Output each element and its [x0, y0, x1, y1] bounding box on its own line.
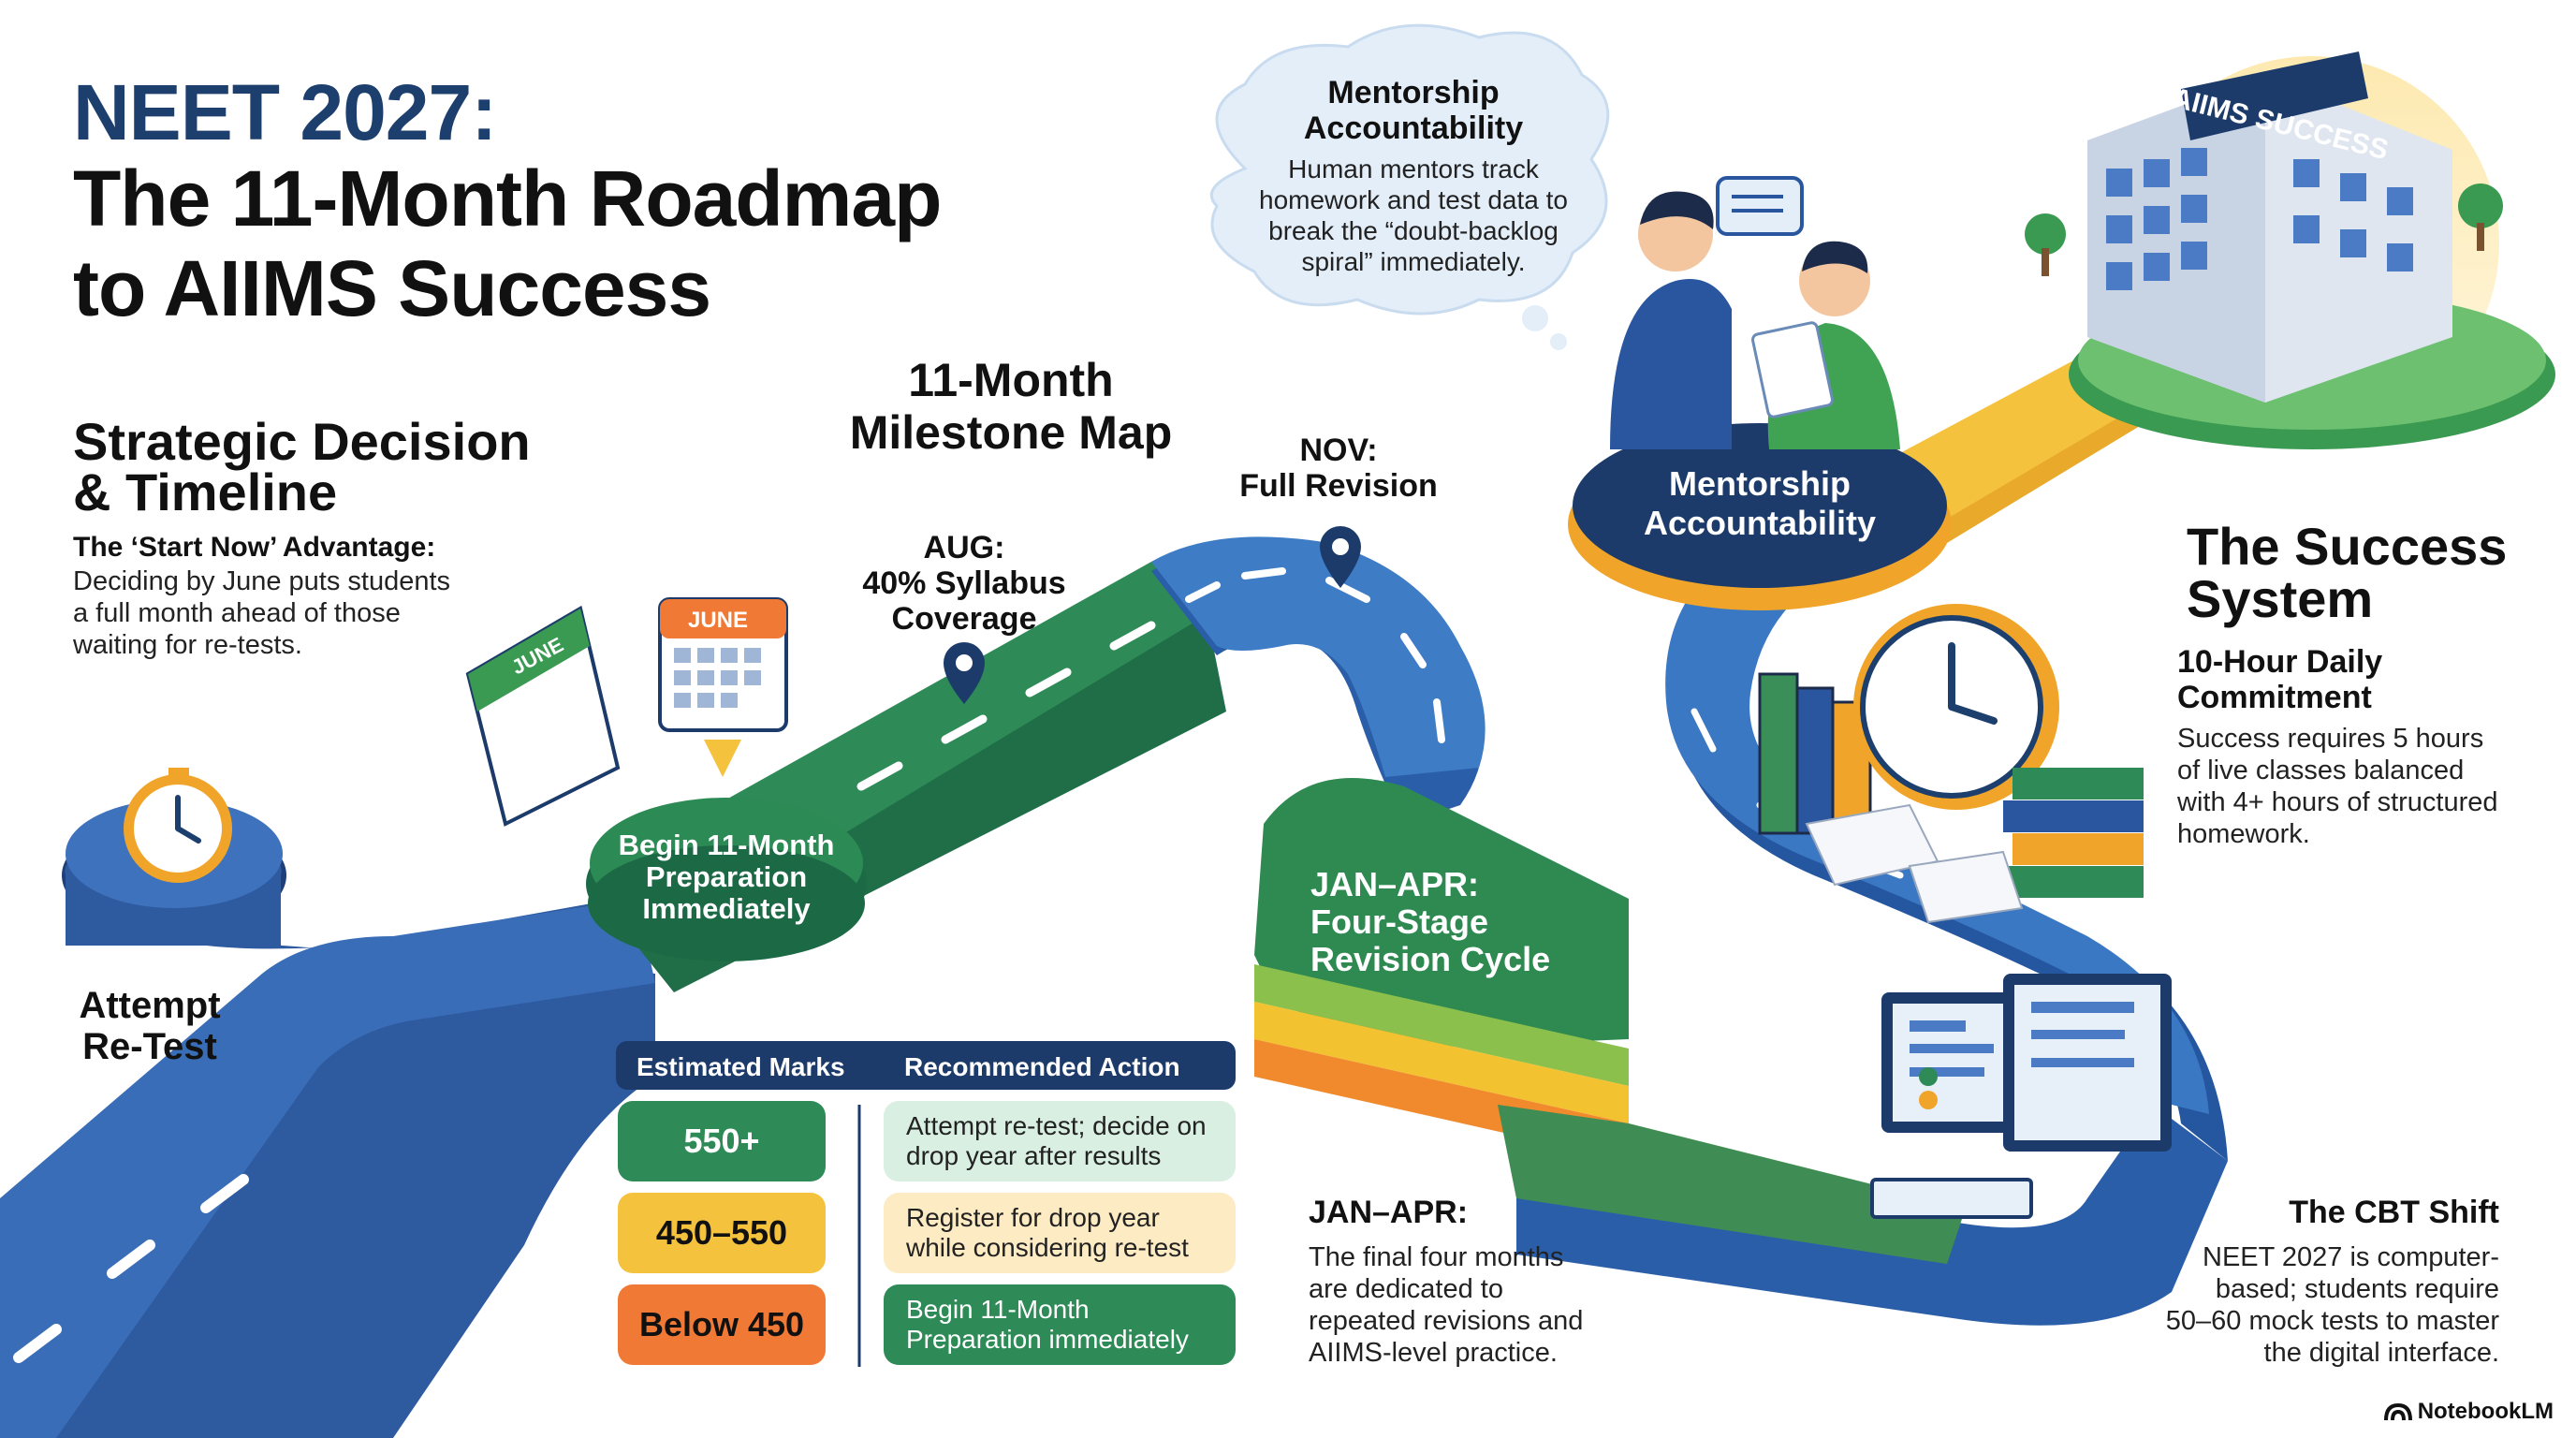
- janapr-road-1: JAN–APR:: [1310, 865, 1480, 903]
- action-row-1: Attempt re-test; decide on drop year aft…: [884, 1101, 1236, 1181]
- mentorship-cloud: [1209, 23, 1610, 350]
- aug-label-1: AUG:: [923, 530, 1005, 565]
- cloud-body-1: Human mentors track: [1288, 154, 1539, 183]
- marks-table-header: Estimated Marks Recommended Action: [616, 1041, 1236, 1090]
- cbt-heading: The CBT Shift: [2289, 1195, 2499, 1230]
- janapr-note-2: are dedicated to: [1309, 1274, 1503, 1304]
- mentorship-node-1: Mentorship: [1669, 464, 1851, 503]
- success-body-4: homework.: [2177, 819, 2310, 849]
- aiims-building-icon: [2025, 51, 2555, 449]
- marks-pill-550-plus: 550+: [618, 1101, 826, 1181]
- stopwatch-icon: [124, 768, 232, 883]
- notebooklm-icon: [2383, 1402, 2412, 1421]
- nov-label-1: NOV:: [1299, 433, 1378, 468]
- marks-pill-below-450: Below 450: [618, 1284, 826, 1365]
- strategic-heading-2: & Timeline: [73, 462, 338, 521]
- calendar-month-label: JUNE: [688, 608, 749, 633]
- mentorship-node: [1568, 423, 1952, 610]
- cloud-body-3: break the “doubt-backlog: [1268, 216, 1559, 245]
- strategic-body-2: a full month ahead of those: [73, 598, 401, 628]
- strategic-heading-1: Strategic Decision: [73, 412, 531, 471]
- attempt-label-2: Re-Test: [82, 1026, 217, 1067]
- success-body-2: of live classes balanced: [2177, 756, 2465, 785]
- cbt-body-3: 50–60 mock tests to master: [2165, 1306, 2499, 1336]
- computer-monitor-icon: [1870, 974, 2172, 1219]
- milestone-heading-2: Milestone Map: [849, 406, 1173, 459]
- col-recommended-action: Recommended Action: [904, 1052, 1180, 1081]
- road-start: [0, 800, 655, 1438]
- success-heading-2: System: [2187, 569, 2374, 628]
- brand-name: NotebookLM: [2417, 1399, 2554, 1424]
- success-body-1: Success requires 5 hours: [2177, 724, 2484, 754]
- janapr-note-4: AIIMS-level practice.: [1309, 1338, 1558, 1368]
- janapr-note-3: repeated revisions and: [1309, 1306, 1584, 1336]
- strategic-subheading: The ‘Start Now’ Advantage:: [73, 532, 436, 563]
- begin-node-line-3: Immediately: [642, 892, 811, 925]
- road-blue-loop: [1151, 536, 1486, 824]
- clock-books-icon: [1758, 604, 2144, 924]
- janapr-road-3: Revision Cycle: [1310, 940, 1551, 978]
- success-heading-1: The Success: [2187, 517, 2508, 576]
- action-row-2: Register for drop year while considering…: [884, 1193, 1236, 1273]
- janapr-road-2: Four-Stage: [1310, 902, 1489, 941]
- marks-pill-450-550: 450–550: [618, 1193, 826, 1273]
- calendar-icon: [465, 597, 788, 827]
- begin-node-line-1: Begin 11-Month: [618, 829, 835, 861]
- begin-node: [588, 845, 865, 961]
- cbt-body-2: based; students require: [2215, 1274, 2499, 1304]
- title-line-1: NEET 2027:: [73, 68, 497, 156]
- action-row-3: Begin 11-Month Preparation immediately: [884, 1284, 1236, 1365]
- strategic-body-3: waiting for re-tests.: [73, 630, 302, 660]
- cloud-heading-1: Mentorship: [1327, 75, 1500, 110]
- mentorship-node-2: Accountability: [1643, 504, 1877, 542]
- nov-label-2: Full Revision: [1239, 468, 1438, 504]
- success-sub-1: 10-Hour Daily: [2177, 644, 2383, 680]
- title-line-2: The 11-Month Roadmap to AIIMS Success: [73, 154, 942, 332]
- map-pin-icon: [944, 526, 1361, 704]
- strategic-body-1: Deciding by June puts students: [73, 566, 451, 596]
- col-estimated-marks: Estimated Marks: [637, 1052, 845, 1081]
- cbt-body-1: NEET 2027 is computer-: [2203, 1242, 2499, 1272]
- success-sub-2: Commitment: [2177, 680, 2372, 715]
- cloud-body-4: spiral” immediately.: [1301, 247, 1526, 276]
- cloud-body-2: homework and test data to: [1259, 185, 1568, 214]
- mentor-people-icon: [1610, 176, 1900, 449]
- brand-logo: NotebookLM: [2383, 1399, 2554, 1425]
- aug-label-3: Coverage: [891, 601, 1037, 637]
- success-body-3: with 4+ hours of structured: [2177, 787, 2498, 817]
- cbt-body-4: the digital interface.: [2263, 1338, 2499, 1368]
- attempt-label-1: Attempt: [79, 985, 221, 1026]
- aug-label-2: 40% Syllabus: [862, 565, 1066, 601]
- cloud-heading-2: Accountability: [1303, 110, 1524, 146]
- janapr-note-1: The final four months: [1309, 1242, 1564, 1272]
- janapr-note-heading: JAN–APR:: [1309, 1195, 1469, 1230]
- milestone-heading-1: 11-Month: [908, 354, 1114, 406]
- begin-node-line-2: Preparation: [645, 860, 808, 893]
